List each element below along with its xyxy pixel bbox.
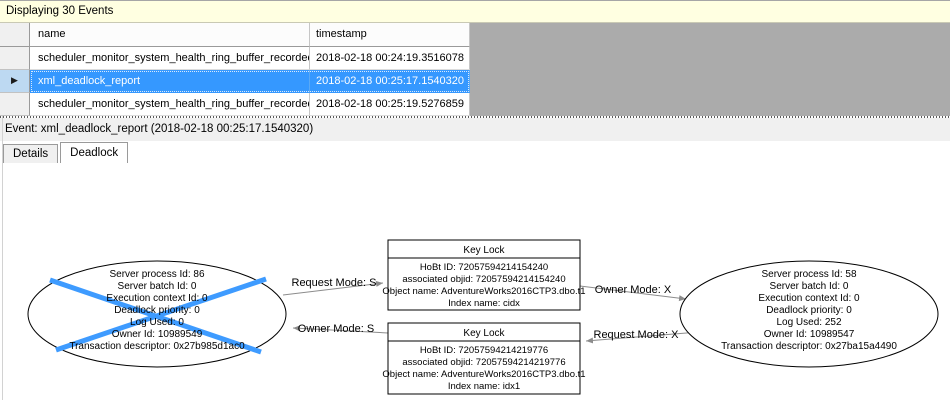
node-text: Log Used: 0 (130, 317, 184, 328)
resource-node-keylock-bottom[interactable]: Key Lock HoBt ID: 72057594214219776 asso… (382, 322, 586, 395)
process-node-victim[interactable]: Server process Id: 86 Server batch Id: 0… (27, 260, 287, 368)
cell-timestamp[interactable]: 2018-02-18 00:25:19.5276859 (310, 93, 470, 116)
victim-cross-stroke (55, 276, 267, 353)
event-summary-bar: Event: xml_deadlock_report (2018-02-18 0… (0, 118, 950, 141)
node-title: Key Lock (463, 245, 505, 256)
edge-owner-s: Owner Mode: S (292, 323, 389, 335)
panel-left-border (2, 116, 3, 400)
edge-label: Request Mode: X (594, 329, 680, 341)
edge-request-s: Request Mode: S (282, 277, 384, 296)
node-title: Key Lock (463, 328, 505, 339)
row-header[interactable] (0, 47, 30, 70)
tab-details[interactable]: Details (3, 144, 59, 163)
grid-splitter[interactable] (0, 116, 950, 118)
resource-node-keylock-top[interactable]: Key Lock HoBt ID: 72057594214154240 asso… (382, 239, 586, 311)
node-text: Deadlock priority: 0 (114, 305, 200, 316)
node-text: Deadlock priority: 0 (766, 305, 852, 316)
current-row-arrow-icon: ▶ (11, 75, 18, 85)
table-row[interactable]: scheduler_monitor_system_health_ring_buf… (0, 47, 950, 70)
node-text: HoBt ID: 72057594214154240 (420, 262, 548, 273)
node-text: Log Used: 252 (776, 317, 841, 328)
column-header-timestamp[interactable]: timestamp (310, 23, 470, 47)
row-header-corner (0, 23, 30, 47)
events-count-bar: Displaying 30 Events (0, 1, 950, 23)
row-header[interactable]: ▶ (0, 70, 30, 93)
node-text: Server process Id: 86 (109, 269, 204, 280)
process-node-survivor[interactable]: Server process Id: 58 Server batch Id: 0… (679, 260, 939, 368)
node-text: Index name: idx1 (448, 381, 520, 392)
table-row-selected[interactable]: ▶ xml_deadlock_report 2018-02-18 00:25:1… (0, 70, 950, 93)
node-text: HoBt ID: 72057594214219776 (420, 345, 548, 356)
deadlock-graph: Request Mode: S Owner Mode: S Owner Mode… (27, 239, 939, 395)
column-header-name[interactable]: name (30, 23, 310, 47)
grid-header-row: name timestamp (0, 23, 950, 47)
node-text: associated objid: 72057594214154240 (402, 274, 565, 285)
node-text: Owner Id: 10989547 (764, 329, 855, 340)
node-text: Index name: cidx (448, 298, 520, 309)
cell-name[interactable]: scheduler_monitor_system_health_ring_buf… (30, 47, 310, 70)
node-text: Owner Id: 10989549 (112, 329, 203, 340)
tab-deadlock[interactable]: Deadlock (60, 142, 129, 163)
node-text: Object name: AdventureWorks2016CTP3.dbo.… (382, 369, 585, 380)
cell-name[interactable]: xml_deadlock_report (30, 70, 310, 93)
edge-owner-x: Owner Mode: X (579, 284, 687, 302)
edge-label: Request Mode: S (292, 277, 377, 289)
node-text: Object name: AdventureWorks2016CTP3.dbo.… (382, 286, 585, 297)
tab-strip: Details Deadlock (0, 141, 950, 163)
node-text: Execution context Id: 0 (758, 293, 860, 304)
edge-label: Owner Mode: S (298, 323, 374, 335)
node-text: Transaction descriptor: 0x27b985d1ac0 (69, 341, 245, 352)
node-text: associated objid: 72057594214219776 (402, 357, 565, 368)
edge-request-x: Request Mode: X (585, 329, 700, 344)
cell-timestamp[interactable]: 2018-02-18 00:24:19.3516078 (310, 47, 470, 70)
cell-timestamp[interactable]: 2018-02-18 00:25:17.1540320 (310, 70, 470, 93)
row-header[interactable] (0, 93, 30, 116)
events-grid: name timestamp scheduler_monitor_system_… (0, 23, 950, 116)
node-text: Server batch Id: 0 (770, 281, 849, 292)
node-text: Server process Id: 58 (761, 269, 856, 280)
node-text: Execution context Id: 0 (106, 293, 208, 304)
table-row[interactable]: scheduler_monitor_system_health_ring_buf… (0, 93, 950, 116)
node-text: Server batch Id: 0 (118, 281, 197, 292)
cell-name[interactable]: scheduler_monitor_system_health_ring_buf… (30, 93, 310, 116)
edge-label: Owner Mode: X (595, 284, 672, 296)
node-text: Transaction descriptor: 0x27ba15a4490 (721, 341, 897, 352)
deadlock-graph-panel: Request Mode: S Owner Mode: S Owner Mode… (0, 163, 950, 400)
